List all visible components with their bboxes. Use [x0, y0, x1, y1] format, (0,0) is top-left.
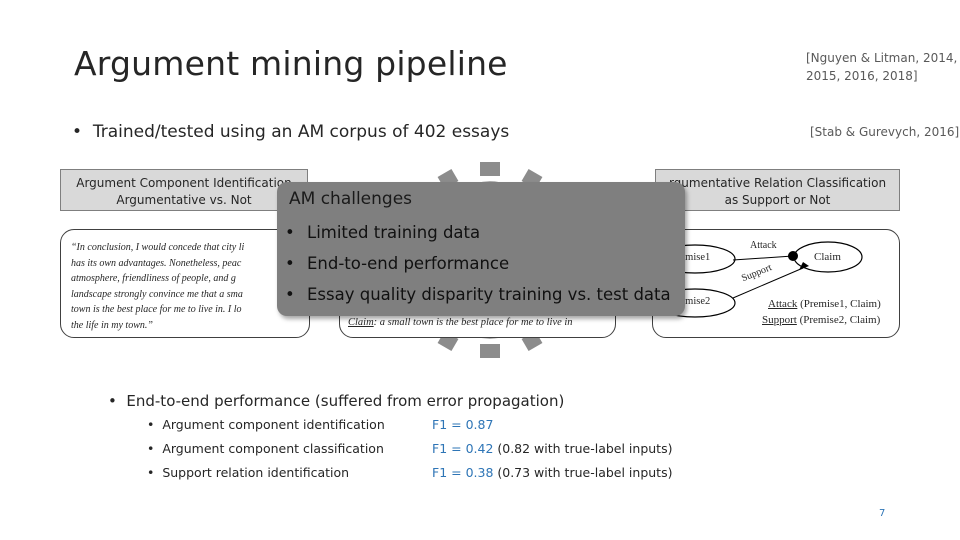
box1-header-line-2: Argumentative vs. Not	[116, 193, 252, 207]
am-challenges-callout: AM challenges •Limited training data •En…	[277, 182, 685, 316]
f1-row: F1 = 0.42 (0.82 with true-label inputs)	[432, 437, 672, 461]
task-row: • Argument component identification	[147, 417, 385, 432]
performance-task-list: • Argument component identification • Ar…	[147, 413, 385, 485]
challenge-item: •Essay quality disparity training vs. te…	[285, 285, 671, 304]
claim-node	[793, 241, 863, 273]
essay-line: has its own advantages. Nonetheless, pea…	[71, 257, 242, 269]
support-edge	[732, 267, 804, 299]
task-name: Argument component classification	[162, 441, 384, 456]
premise1-label: remise1	[677, 252, 711, 263]
performance-f1-list: F1 = 0.87 F1 = 0.42 (0.82 with true-labe…	[432, 413, 672, 485]
claim-label: Claim	[348, 317, 374, 328]
box3-panel: remise1 remise2 Claim Attack Support Att…	[652, 229, 900, 338]
challenge-text: Essay quality disparity training vs. tes…	[307, 285, 671, 304]
challenge-item: •End-to-end performance	[285, 254, 510, 273]
box3-header: rgumentative Relation Classification as …	[655, 169, 900, 211]
am-challenges-list: •Limited training data •End-to-end perfo…	[285, 217, 671, 310]
box1-header: Argument Component Identification Argume…	[60, 169, 308, 211]
bullet-dot: •	[108, 392, 127, 410]
relation-attack-label: Attack	[768, 298, 798, 310]
citation-top-line-2: 2015, 2016, 2018]	[806, 69, 918, 83]
performance-heading-text: End-to-end performance (suffered from er…	[126, 392, 565, 410]
support-arrowhead	[799, 262, 809, 270]
task-row: • Support relation identification	[147, 465, 350, 480]
challenge-text: Limited training data	[307, 223, 481, 242]
claim-node-label: Claim	[814, 251, 841, 263]
challenge-item: •Limited training data	[285, 223, 481, 242]
bullet-dot: •	[72, 122, 93, 142]
f1-note: (0.82 with true-label inputs)	[493, 441, 673, 456]
relation-support-args: (Premise2, Claim)	[796, 314, 881, 326]
essay-line: town is the best place for me to live in…	[71, 304, 242, 315]
attack-end-dot	[788, 251, 798, 261]
f1-note: (0.73 with true-label inputs)	[493, 465, 673, 480]
essay-line: “In conclusion, I would concede that cit…	[71, 242, 245, 253]
slide-title: Argument mining pipeline	[74, 44, 508, 83]
f1-value: F1 = 0.87	[432, 417, 494, 432]
relation-graph	[654, 241, 863, 318]
premise2-label: remise2	[677, 296, 711, 307]
f1-value: F1 = 0.42	[432, 441, 494, 456]
essay-line: atmosphere, friendliness of people, and …	[71, 273, 236, 284]
main-bullet: • Trained/tested using an AM corpus of 4…	[72, 122, 509, 142]
f1-row: F1 = 0.87	[432, 413, 672, 437]
essay-text: “In conclusion, I would concede that cit…	[61, 230, 309, 333]
box1-header-line-1: Argument Component Identification	[76, 176, 292, 190]
essay-line: landscape strongly convince me that a sm…	[71, 288, 243, 300]
f1-value: F1 = 0.38	[432, 465, 494, 480]
box1-essay-panel: “In conclusion, I would concede that cit…	[60, 229, 310, 338]
relation-attack-args: (Premise1, Claim)	[797, 298, 881, 310]
performance-heading: • End-to-end performance (suffered from …	[108, 392, 564, 410]
f1-row: F1 = 0.38 (0.73 with true-label inputs)	[432, 461, 672, 485]
citation-top-line-1: [Nguyen & Litman, 2014,	[806, 51, 958, 65]
attack-edge-label: Attack	[750, 240, 777, 251]
claim-line: Claim: a small town is the best place fo…	[348, 317, 573, 328]
challenge-text: End-to-end performance	[307, 254, 510, 273]
task-name: Support relation identification	[162, 465, 350, 480]
box3-header-line-1: rgumentative Relation Classification	[668, 176, 887, 190]
attack-edge	[732, 255, 794, 261]
am-challenges-title: AM challenges	[289, 189, 413, 209]
task-name: Argument component identification	[162, 417, 385, 432]
box3-header-line-2: as Support or Not	[724, 193, 831, 207]
page-number: 7	[879, 508, 886, 519]
essay-line: the life in my town.”	[71, 319, 153, 331]
citation-top: [Nguyen & Litman, 2014, 2015, 2016, 2018…	[806, 49, 957, 85]
main-bullet-text: Trained/tested using an AM corpus of 402…	[92, 122, 510, 142]
relation-support-label: Support	[762, 314, 797, 326]
claim-text: : a small town is the best place for me …	[373, 317, 573, 328]
task-row: • Argument component classification	[147, 441, 384, 456]
relation-attack-line: Attack (Premise1, Claim)	[768, 298, 881, 310]
relation-support-line: Support (Premise2, Claim)	[762, 314, 880, 326]
citation-second: [Stab & Gurevych, 2016]	[810, 125, 960, 139]
